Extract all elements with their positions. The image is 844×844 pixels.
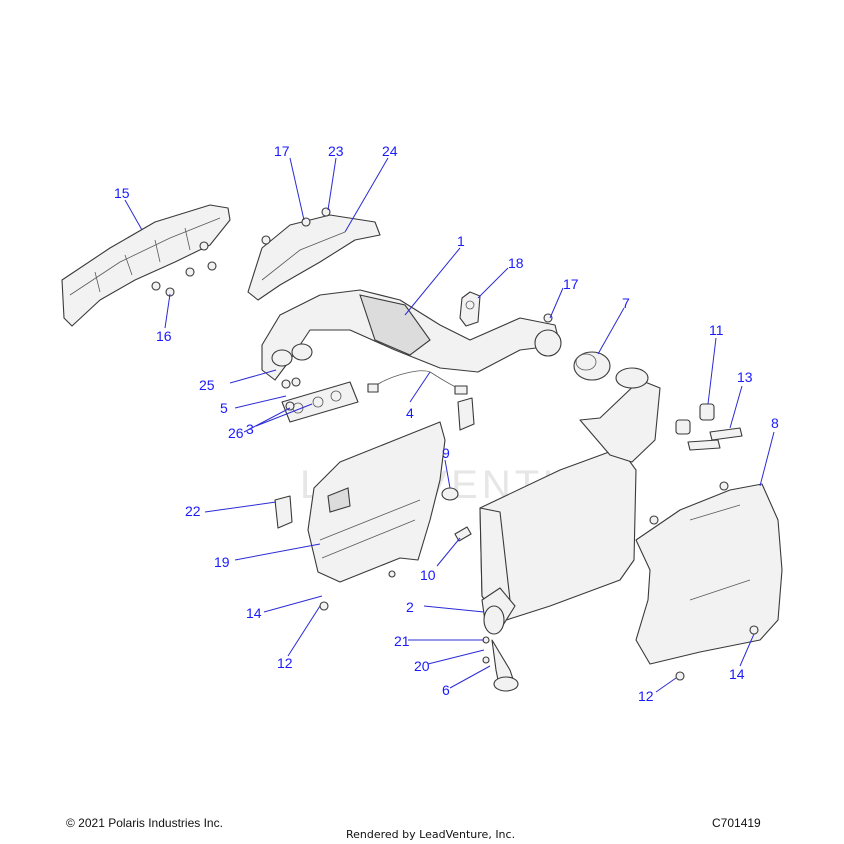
callout-24: 24 [382,143,398,159]
callout-23: 23 [328,143,344,159]
callout-19: 19 [214,554,230,570]
drawing-id: C701419 [712,816,761,830]
callout-12-left: 12 [277,655,293,671]
callout-1: 1 [457,233,465,249]
muffler [479,367,661,635]
callout-17-right: 17 [563,276,579,292]
heat-shield-upper-left [61,204,231,327]
bracket-clip-center [457,397,475,431]
callout-leaders [124,157,775,693]
callout-12-right: 12 [638,688,654,704]
callout-6: 6 [442,682,450,698]
callout-3: 3 [246,421,254,437]
callout-11: 11 [709,322,724,338]
callout-13: 13 [737,369,753,385]
callout-17-top: 17 [274,143,290,159]
fasteners [151,207,759,681]
bracket-clip-left [274,495,293,529]
callout-18: 18 [508,255,524,271]
callout-21: 21 [394,633,410,649]
callout-22: 22 [185,503,201,519]
callout-20: 20 [414,658,430,674]
exhaust-coupler [573,351,611,381]
callout-16: 16 [156,328,172,344]
callout-8: 8 [771,415,779,431]
callout-7: 7 [622,295,630,311]
callout-14-right: 14 [729,666,745,682]
spark-arrestor-tip [491,639,519,692]
callout-25: 25 [199,377,215,393]
spring-and-bolt-set [675,403,743,451]
temp-sensor [454,526,472,542]
exhaust-hanger [459,291,481,327]
callout-2: 2 [406,599,414,615]
exhaust-gasket [281,381,359,423]
callout-9: 9 [442,445,450,461]
callout-5: 5 [220,400,228,416]
grommet [441,487,459,501]
callout-26: 26 [228,425,244,441]
callout-15: 15 [114,185,130,201]
callout-14-left: 14 [246,605,262,621]
copyright-text: © 2021 Polaris Industries Inc. [66,816,223,830]
heat-shield-lower [307,421,446,583]
heat-shield-upper [247,214,381,301]
exhaust-header-pipe [261,289,562,381]
rendered-by-text: Rendered by LeadVenture, Inc. [346,828,516,841]
callout-4: 4 [406,405,414,421]
callout-10: 10 [420,567,436,583]
heat-shield-right [635,483,783,665]
callout-labels: 1 2 3 4 5 6 7 8 9 10 11 12 12 13 14 14 1… [114,143,779,704]
